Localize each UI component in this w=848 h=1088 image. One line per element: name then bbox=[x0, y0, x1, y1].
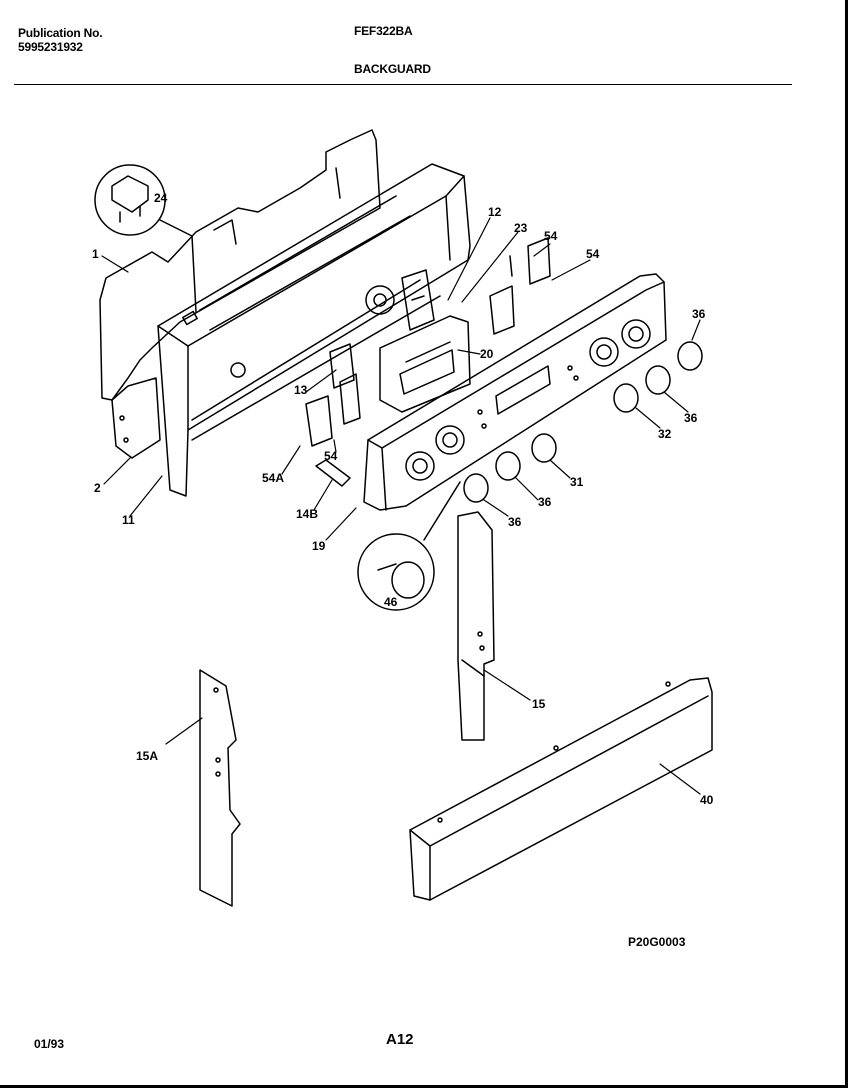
callout-19: 19 bbox=[312, 539, 326, 553]
knob-detail-bubble-part-46 bbox=[357, 481, 461, 611]
left-side-trim-part-15A bbox=[199, 669, 241, 907]
rear-panel-part-1 bbox=[99, 129, 381, 401]
callout-54-right: 54 bbox=[586, 247, 600, 261]
callout-36-top: 36 bbox=[692, 307, 706, 321]
header-rule bbox=[14, 84, 792, 85]
callout-54-lower: 54 bbox=[324, 449, 338, 463]
callout-2: 2 bbox=[94, 481, 101, 495]
control-panel-part-19 bbox=[363, 273, 667, 511]
callout-leaders bbox=[101, 217, 701, 795]
callout-15: 15 bbox=[532, 697, 546, 711]
callout-36-middle: 36 bbox=[538, 495, 552, 509]
page-code: A12 bbox=[386, 1031, 414, 1048]
publication-label: Publication No. bbox=[18, 26, 103, 40]
callout-46: 46 bbox=[384, 595, 398, 609]
callout-32: 32 bbox=[658, 427, 672, 441]
control-knobs-parts-36-31-32 bbox=[463, 341, 703, 503]
callout-15A: 15A bbox=[136, 749, 158, 763]
publication-number: 5995231932 bbox=[18, 40, 83, 54]
infinite-switch-parts-54 bbox=[305, 237, 551, 447]
bottom-trim-part-40 bbox=[409, 677, 713, 901]
timer-gear-part-12 bbox=[365, 269, 435, 331]
backguard-housing-part-11 bbox=[157, 163, 471, 497]
print-date: 01/93 bbox=[34, 1037, 64, 1051]
callout-20: 20 bbox=[480, 347, 494, 361]
callout-11: 11 bbox=[122, 513, 135, 527]
callout-13: 13 bbox=[294, 383, 308, 397]
drawing-code: P20G0003 bbox=[628, 935, 686, 949]
lamp-socket-part-14B bbox=[315, 459, 351, 487]
callout-54-top: 54 bbox=[544, 229, 558, 243]
callout-12: 12 bbox=[488, 205, 502, 219]
callout-1: 1 bbox=[92, 247, 99, 261]
callout-54A: 54A bbox=[262, 471, 284, 485]
callout-14B: 14B bbox=[296, 507, 318, 521]
side-bracket-part-2 bbox=[111, 377, 161, 459]
callout-23: 23 bbox=[514, 221, 528, 235]
callout-36-lower: 36 bbox=[508, 515, 522, 529]
callout-24: 24 bbox=[154, 191, 168, 205]
section-title: BACKGUARD bbox=[354, 62, 431, 76]
clock-board-part-20 bbox=[379, 315, 471, 413]
callout-labels: 24 1 12 23 54 54 36 20 13 36 32 54 54A 2… bbox=[92, 191, 714, 807]
switch-detail-bubble-part-24 bbox=[94, 164, 197, 313]
model-number: FEF322BA bbox=[354, 24, 413, 38]
callout-36-right: 36 bbox=[684, 411, 698, 425]
right-side-trim-part-15 bbox=[457, 511, 495, 741]
callout-31: 31 bbox=[570, 475, 584, 489]
callout-40: 40 bbox=[700, 793, 714, 807]
